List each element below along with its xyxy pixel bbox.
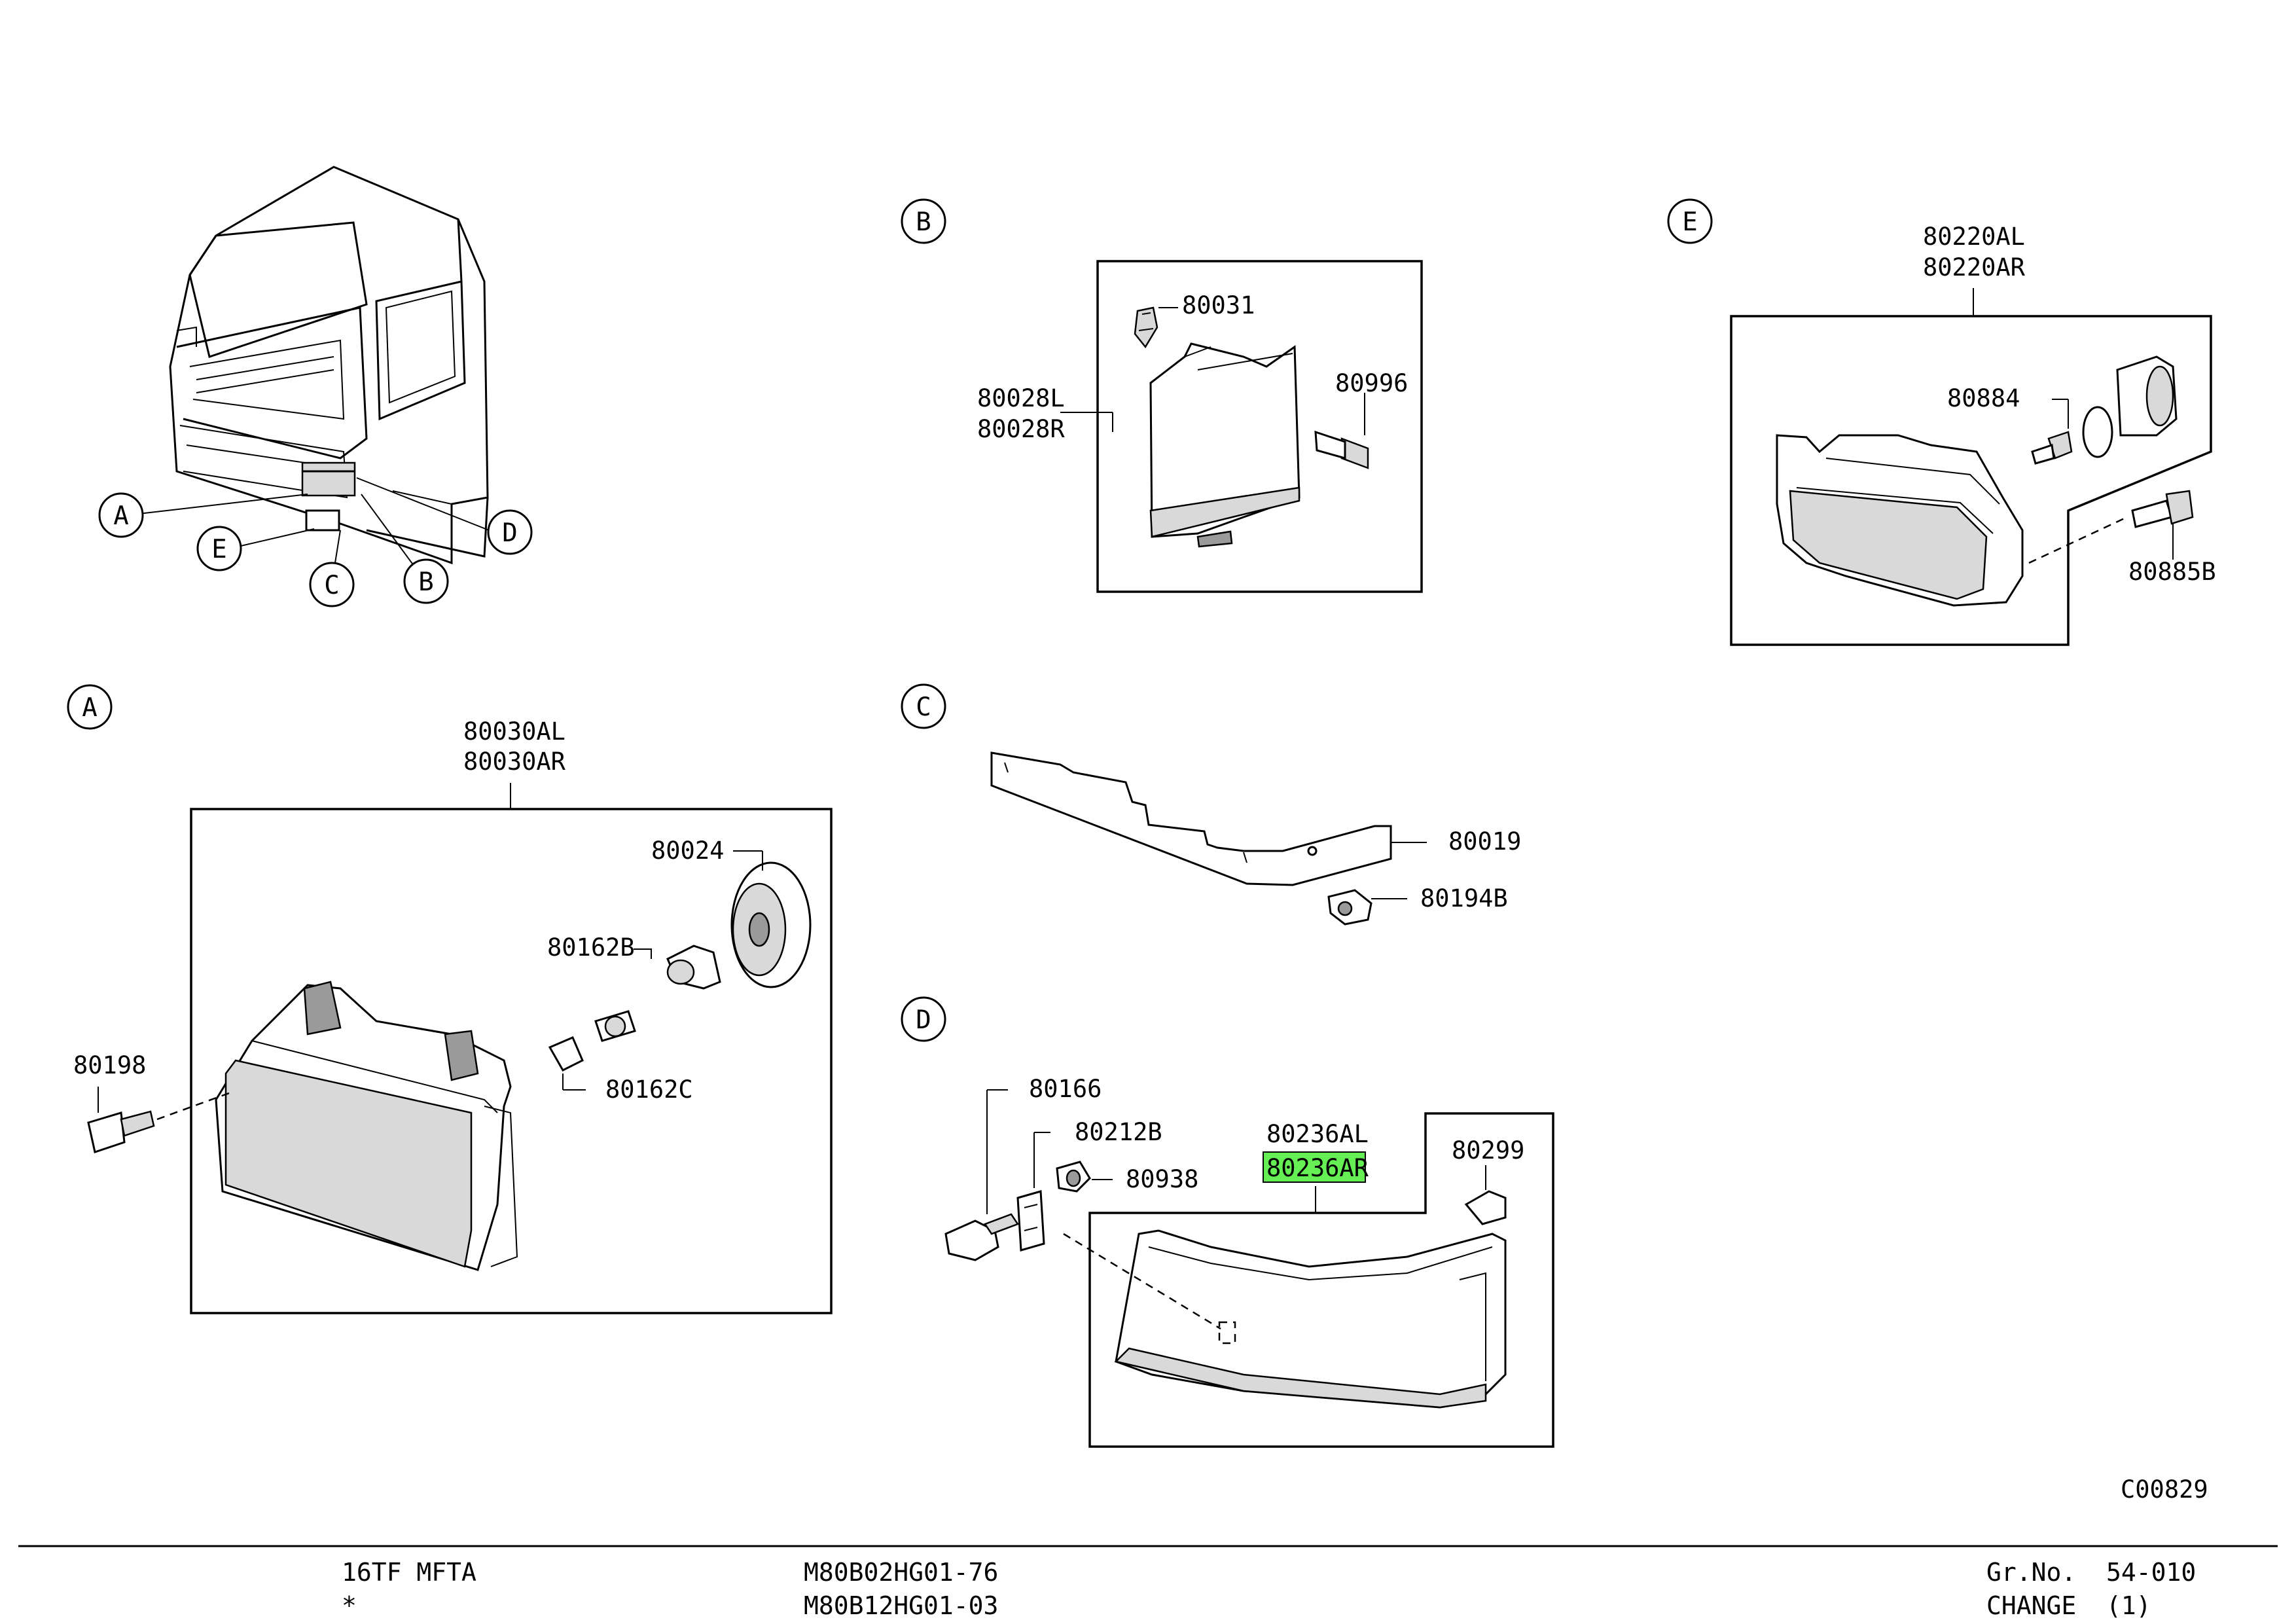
side-lamp-80236: [1115, 1229, 1507, 1409]
bulb-80162c: [548, 1036, 584, 1072]
svg-text:B: B: [418, 568, 433, 597]
overview-callout-c: C: [309, 562, 355, 607]
label-80028l: 80028L: [977, 384, 1065, 412]
truck-overview: [169, 166, 489, 565]
section-d-marker: [901, 996, 946, 1042]
section-b-box: [1096, 260, 1423, 593]
section-a: A 80030AL 80030AR 80024 80162B 80162C: [67, 684, 833, 1314]
footer-grno-value: 54-010: [2106, 1558, 2196, 1587]
label-80938: 80938: [1126, 1165, 1198, 1193]
screw-80885b: [2131, 499, 2173, 528]
section-d-letter: D: [916, 1005, 931, 1035]
label-80220ar: 80220AR: [1923, 253, 2026, 281]
label-80019: 80019: [1448, 827, 1521, 856]
screw-80166: [944, 1219, 999, 1261]
label-80198: 80198: [73, 1051, 146, 1079]
section-a-letter: A: [82, 693, 97, 723]
section-d: D 80166 80212B 80938 80236AL 80236AR: [901, 996, 1554, 1448]
label-80031: 80031: [1182, 291, 1255, 319]
o-ring: [2082, 406, 2113, 458]
label-80030ar: 80030AR: [463, 748, 566, 776]
label-80028r: 80028R: [977, 415, 1065, 443]
label-80220al: 80220AL: [1923, 223, 2025, 251]
label-80030al: 80030AL: [463, 717, 565, 746]
svg-text:E: E: [211, 535, 226, 564]
section-e-letter: E: [1682, 208, 1697, 237]
footer-change-value: (1): [2106, 1591, 2151, 1620]
corner-lamp-80028: [1149, 342, 1300, 538]
footer-code2: M80B12HG01-03: [804, 1591, 998, 1620]
section-b: B 80031 80996 80028L 80028R: [901, 198, 1423, 593]
drawing-code: C00829: [2121, 1475, 2208, 1504]
overview-callout-b: B: [403, 558, 449, 604]
label-80024: 80024: [651, 837, 724, 865]
bolt-80198: [87, 1111, 126, 1153]
section-c: C 80019 80194B: [901, 683, 1521, 926]
footer-asterisk: *: [342, 1591, 357, 1620]
section-b-letter: B: [916, 208, 931, 237]
label-80885b: 80885B: [2128, 558, 2216, 586]
section-d-box: [1088, 1112, 1554, 1448]
footer: 16TF MFTA * M80B02HG01-76 M80B12HG01-03 …: [342, 1558, 2196, 1620]
label-80236al: 80236AL: [1266, 1120, 1369, 1148]
label-80166: 80166: [1029, 1075, 1102, 1103]
svg-text:A: A: [113, 501, 128, 531]
footer-grno-label: Gr.No.: [1986, 1558, 2076, 1587]
footer-model: 16TF MFTA: [342, 1558, 476, 1587]
svg-text:C: C: [324, 571, 339, 600]
bracket-80019: [990, 751, 1392, 886]
label-80162b: 80162B: [547, 933, 635, 962]
section-e: E 80220AL 80220AR 80884 80885B: [1667, 198, 2216, 646]
label-80884: 80884: [1947, 384, 2020, 412]
label-80299: 80299: [1452, 1136, 1524, 1164]
footer-change-label: CHANGE: [1986, 1591, 2076, 1620]
section-e-marker: [1667, 198, 1713, 244]
footer-code1: M80B02HG01-76: [804, 1558, 998, 1587]
overview-callout-e: E: [196, 526, 242, 571]
label-80194b: 80194B: [1420, 884, 1508, 912]
section-b-marker: [901, 198, 946, 244]
section-c-letter: C: [916, 693, 931, 722]
section-a-box: [190, 808, 833, 1314]
overview-callout-d: D: [487, 509, 533, 555]
clip-80031: [1134, 306, 1158, 349]
section-e-box: [1730, 315, 2212, 646]
highlight-80236ar: [1263, 1151, 1366, 1183]
label-80212b: 80212B: [1075, 1118, 1162, 1146]
label-80236ar: 80236AR: [1266, 1154, 1369, 1182]
section-a-marker: [67, 684, 113, 730]
bulb-80299: [1464, 1190, 1507, 1225]
nut-80212b: [1016, 1190, 1045, 1252]
svg-text:D: D: [502, 518, 517, 548]
label-80162c: 80162C: [605, 1075, 693, 1104]
overview-callout-a: A: [98, 492, 144, 538]
label-80996: 80996: [1335, 369, 1408, 397]
section-c-marker: [901, 683, 946, 729]
